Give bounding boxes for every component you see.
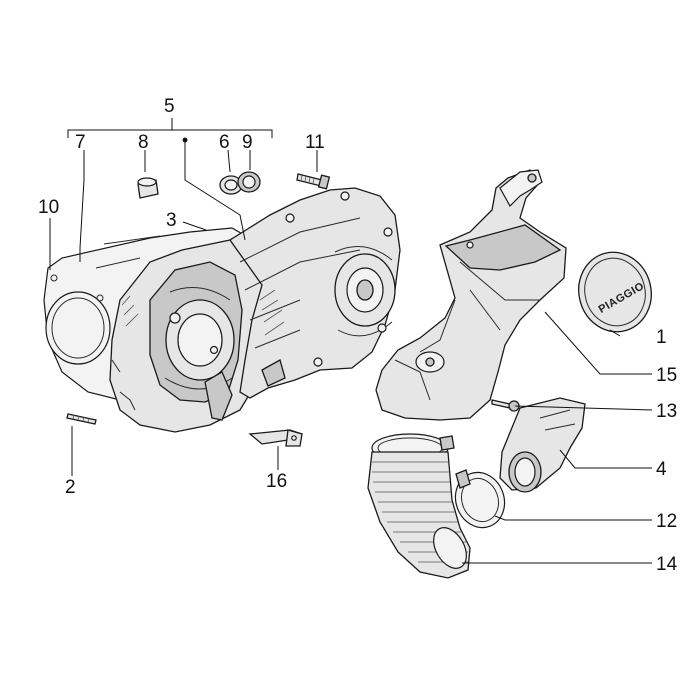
callout-3: 3 <box>166 210 177 231</box>
part-13-screw <box>491 399 520 412</box>
callout-labels: 5 7 8 6 9 11 10 3 2 16 1 15 13 4 12 14 <box>38 96 678 575</box>
callout-15: 15 <box>656 365 677 386</box>
callout-12: 12 <box>656 511 677 532</box>
part-1-cover: PIAGGIO <box>578 251 652 333</box>
callout-9: 9 <box>242 132 253 153</box>
callout-11: 11 <box>305 132 325 153</box>
part-4-flange <box>499 397 586 493</box>
part-6-seal <box>219 175 243 195</box>
callout-4: 4 <box>656 459 667 480</box>
callout-16: 16 <box>266 471 287 492</box>
callout-1: 1 <box>656 327 667 348</box>
callout-13: 13 <box>656 401 677 422</box>
callout-10: 10 <box>38 197 59 218</box>
part-16-bracket <box>248 429 303 447</box>
leader-lines <box>49 118 653 564</box>
part-7-transmission-cover <box>229 187 401 399</box>
callout-8: 8 <box>138 132 149 153</box>
callout-5-bracket <box>67 129 273 138</box>
part-15-air-duct <box>375 169 567 421</box>
part-8-cap <box>137 177 159 199</box>
part-9-bearing <box>237 171 261 193</box>
callout-7: 7 <box>75 132 86 153</box>
part-11-screw <box>296 173 331 190</box>
callout-14: 14 <box>656 554 678 575</box>
part-12-clamp <box>454 469 506 529</box>
callout-6: 6 <box>219 132 230 153</box>
callout-5: 5 <box>164 96 175 117</box>
part-14-hose <box>367 451 471 579</box>
callout-2: 2 <box>65 477 76 498</box>
part-2-stud <box>66 413 97 425</box>
